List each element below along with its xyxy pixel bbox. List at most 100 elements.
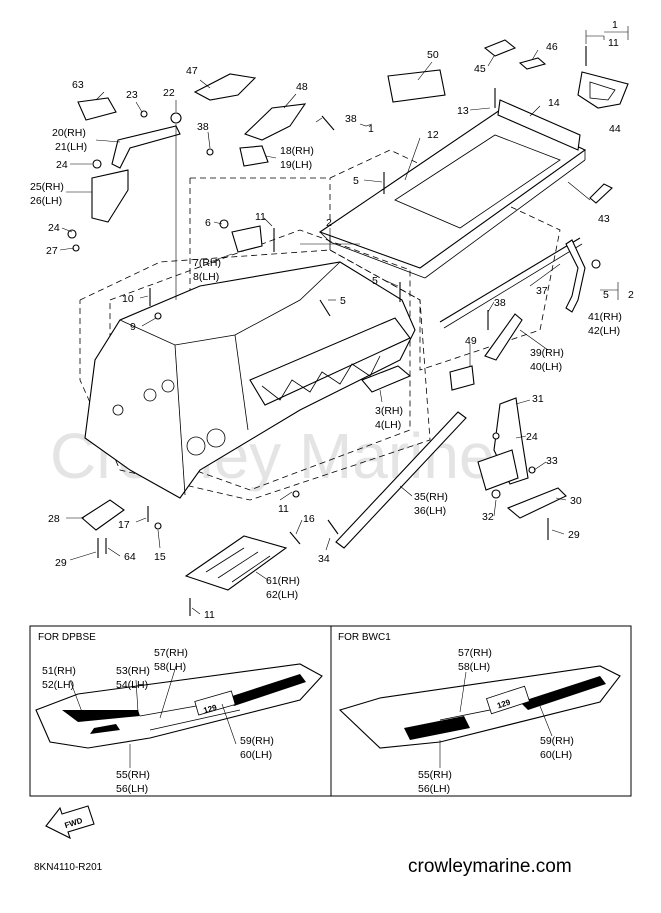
- main-assembly: 1 11 44 45 46 50 13 14 12 43 63 47 48 23…: [30, 19, 634, 621]
- fwd-arrow-icon: FWD: [45, 805, 95, 840]
- grab-handle: [577, 71, 629, 109]
- website-name: crowleymarine.com: [408, 856, 572, 877]
- callout-3: 3(RH): [375, 405, 403, 417]
- callout-15: 15: [154, 551, 166, 563]
- callout-30: 30: [570, 495, 582, 507]
- callout-5-b: 5: [372, 275, 378, 287]
- callout-4: 4(LH): [375, 419, 401, 431]
- decal-panel-bwc1: FOR BWC1 129 57(RH) 58(LH) 59(RH) 60(LH)…: [330, 625, 632, 797]
- callout-36: 36(LH): [414, 505, 446, 517]
- callout-47: 47: [186, 65, 198, 77]
- callout-17: 17: [118, 519, 130, 531]
- rail-37: [439, 237, 581, 323]
- pad-48: [243, 103, 307, 141]
- rear-bracket: [497, 99, 581, 151]
- block-49: [449, 365, 475, 391]
- callout-22: 22: [163, 87, 175, 99]
- callout-38: 38: [197, 121, 209, 133]
- section-title-dpbse: FOR DPBSE: [38, 632, 96, 643]
- plate-61: [184, 535, 288, 591]
- callout-52: 52(LH): [42, 679, 74, 691]
- callout-7: 7(RH): [193, 257, 221, 269]
- callout-60-dpbse: 60(LH): [240, 749, 272, 761]
- callout-24-b: 24: [48, 222, 60, 234]
- pad-47: [193, 73, 257, 101]
- callout-11-b: 11: [278, 503, 289, 515]
- callout-24-c: 24: [526, 431, 538, 443]
- cover-18: [239, 145, 269, 167]
- callout-58-dpbse: 58(LH): [154, 661, 186, 673]
- callout-51: 51(RH): [42, 665, 76, 677]
- assembly-outline-seat-base: [190, 149, 561, 371]
- callout-46: 46: [546, 41, 558, 53]
- callout-39: 39(RH): [530, 347, 564, 359]
- callout-43: 43: [598, 213, 610, 225]
- callout-5-c: 5: [603, 289, 609, 301]
- callout-33: 33: [546, 455, 558, 467]
- callout-23: 23: [126, 89, 138, 101]
- callout-40: 40(LH): [530, 361, 562, 373]
- callout-11-a: 11: [255, 211, 266, 223]
- callout-31: 31: [532, 393, 544, 405]
- callout-12: 12: [427, 129, 439, 141]
- callout-6: 6: [205, 217, 211, 229]
- decal-text-dpbse: 129: [203, 703, 219, 715]
- callout-42: 42(LH): [588, 325, 620, 337]
- callout-13: 13: [457, 105, 469, 117]
- callout-62: 62(LH): [266, 589, 298, 601]
- callout-labels: 1 11 44 45 46 50 13 14 12 43 63 47 48 23…: [30, 19, 634, 621]
- callout-1: 1: [612, 19, 618, 31]
- callout-59-bwc1: 59(RH): [540, 735, 574, 747]
- callout-29-b: 29: [55, 557, 67, 569]
- pad-45: [483, 39, 517, 57]
- section-title-bwc1: FOR BWC1: [338, 632, 391, 643]
- callout-56-dpbse: 56(LH): [116, 783, 148, 795]
- callout-8: 8(LH): [193, 271, 219, 283]
- callout-2-c: 2: [628, 289, 634, 301]
- callout-16: 16: [303, 513, 315, 525]
- assembly-outline-inner: [109, 229, 411, 491]
- callout-48: 48: [296, 81, 308, 93]
- reflector: [589, 183, 613, 204]
- pad-50: [387, 69, 446, 103]
- callout-28: 28: [48, 513, 60, 525]
- strap-41: [565, 239, 586, 313]
- tube-bracket: [111, 125, 181, 169]
- callout-20: 20(RH): [52, 127, 86, 139]
- footrest-30: [506, 487, 567, 519]
- callout-35: 35(RH): [414, 491, 448, 503]
- callout-25: 25(RH): [30, 181, 64, 193]
- callout-55-dpbse: 55(RH): [116, 769, 150, 781]
- drawing-code: 8KN4110-R201: [34, 862, 103, 873]
- callout-56-bwc1: 56(LH): [418, 783, 450, 795]
- callout-38-b: 38: [494, 297, 506, 309]
- callout-34: 34: [318, 553, 330, 565]
- callout-1-mid: 1: [368, 123, 374, 135]
- callout-19: 19(LH): [280, 159, 312, 171]
- step-pad: [477, 449, 519, 491]
- callout-45: 45: [474, 63, 486, 75]
- callout-5-a: 5: [353, 175, 359, 187]
- callout-37: 37: [536, 285, 548, 297]
- callout-61: 61(RH): [266, 575, 300, 587]
- callout-18: 18(RH): [280, 145, 314, 157]
- callout-60-bwc1: 60(LH): [540, 749, 572, 761]
- callout-2: 2: [326, 217, 332, 229]
- footrest-28: [81, 499, 125, 531]
- decal-panel-dpbse: FOR DPBSE 129 51(RH) 52(LH) 53(RH) 54(LH…: [29, 625, 332, 797]
- callout-5-d: 5: [340, 295, 346, 307]
- leader-lines: [59, 26, 629, 615]
- callout-49: 49: [465, 335, 477, 347]
- callout-9: 9: [130, 321, 136, 333]
- callout-27: 27: [46, 245, 58, 257]
- callout-58-bwc1: 58(LH): [458, 661, 490, 673]
- callout-63: 63: [72, 79, 84, 91]
- callout-57-dpbse: 57(RH): [154, 647, 188, 659]
- callout-64: 64: [124, 551, 136, 563]
- callout-21: 21(LH): [55, 141, 87, 153]
- decal-text-bwc1: 129: [496, 698, 512, 711]
- callout-59-dpbse: 59(RH): [240, 735, 274, 747]
- callout-41: 41(RH): [588, 311, 622, 323]
- callout-10: 10: [122, 293, 134, 305]
